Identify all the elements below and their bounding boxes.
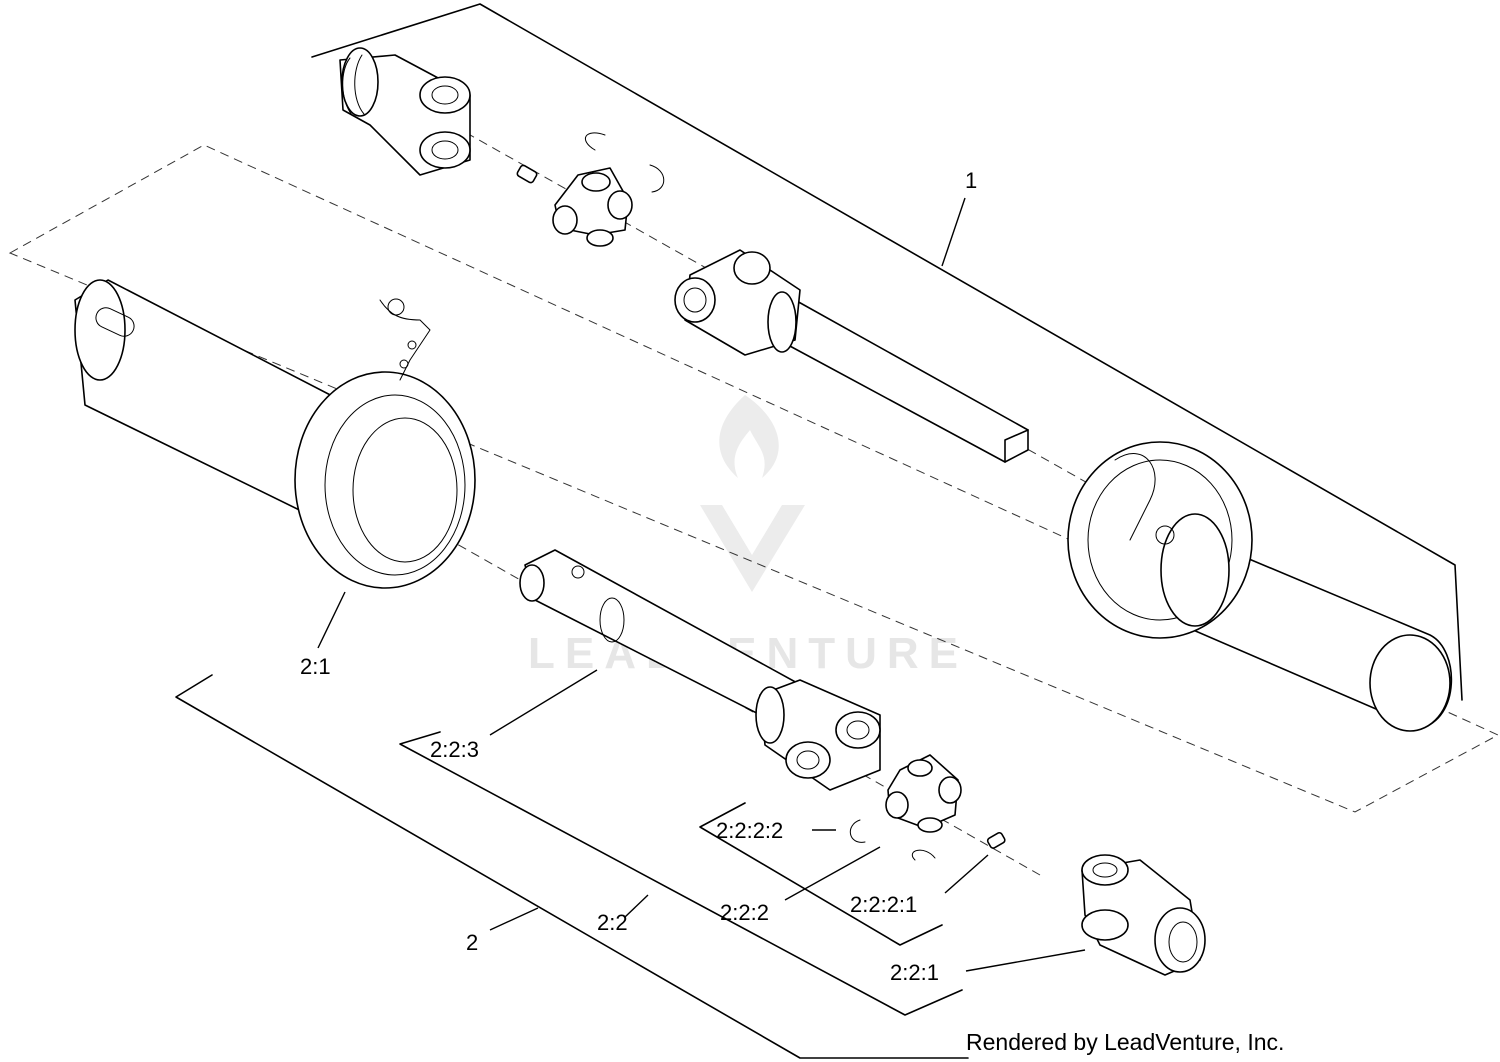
leader-2-1 (317, 591, 346, 649)
render-credit: Rendered by LeadVenture, Inc. (966, 1029, 1284, 1055)
bottom-yoke (1081, 854, 1206, 976)
leader-2-2-2 (784, 846, 881, 901)
callout-2-1: 2:1 (300, 654, 331, 679)
callout-2-2-2-1: 2:2:2:1 (850, 892, 917, 917)
leader-2-2-2-1 (944, 854, 989, 894)
callout-2-2-3: 2:2:3 (430, 737, 479, 762)
bracket-lines (175, 3, 1463, 1059)
right-shield (1067, 441, 1453, 732)
leader-2-2-3 (489, 669, 598, 736)
callout-2-2: 2:2 (597, 910, 628, 935)
callout-2-2-1: 2:2:1 (890, 960, 939, 985)
leadventure-watermark: LEADVENTURE (528, 395, 958, 678)
guide-lines (8, 117, 1500, 876)
lower-tube-yoke (755, 679, 881, 791)
leader-1 (941, 197, 966, 267)
upper-yoke (339, 47, 471, 176)
lower-cross-kit (850, 754, 1006, 861)
callout-2-2-2-2: 2:2:2:2 (716, 818, 783, 843)
bracket-1 (311, 3, 1463, 701)
leader-lines (317, 197, 1086, 972)
callout-1: 1 (965, 168, 977, 193)
inner-shaft (674, 249, 1029, 463)
callout-2-2-2: 2:2:2 (720, 900, 769, 925)
callout-labels: 1 2:1 2:2:3 2:2:2:2 2:2:2 2:2:2:1 2:2:1 … (300, 168, 977, 985)
leader-2-2-1 (965, 949, 1086, 972)
bracket-2-2-2 (699, 802, 943, 946)
bracket-2 (175, 674, 969, 1059)
bracket-2-2 (399, 731, 963, 1016)
leader-2 (489, 907, 539, 931)
leader-2-2 (624, 894, 649, 918)
callout-2: 2 (466, 930, 478, 955)
upper-cross-kit (516, 132, 665, 247)
left-shield (74, 279, 476, 589)
